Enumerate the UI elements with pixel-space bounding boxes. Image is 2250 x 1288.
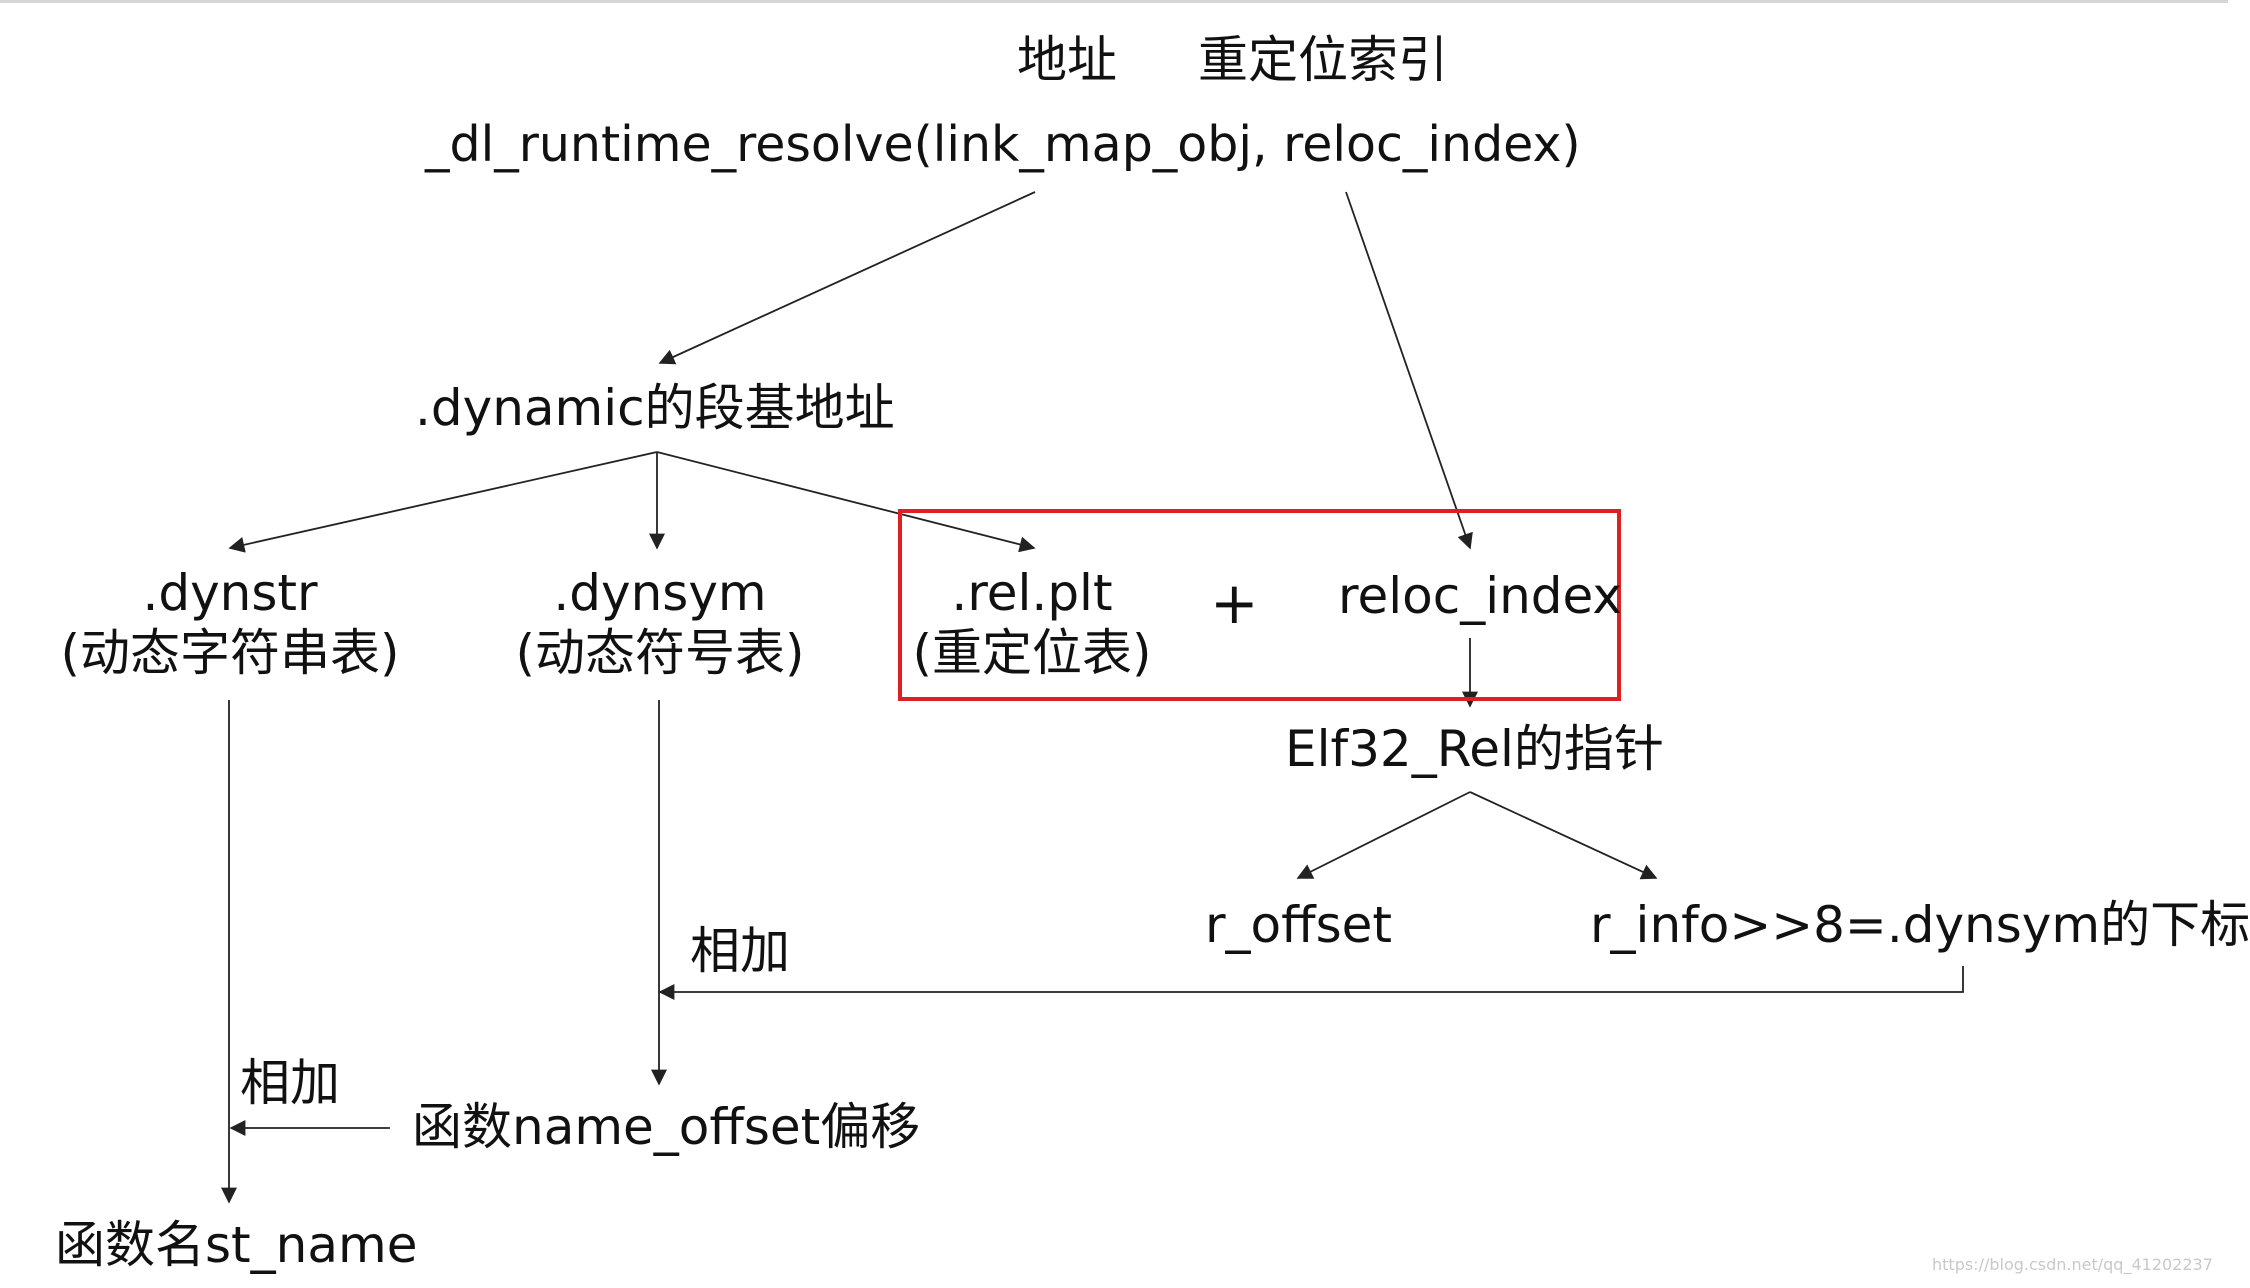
relplt-name: .rel.plt (951, 564, 1113, 622)
plus-sign: + (1210, 569, 1259, 637)
arrow-rinfo-to-dynsym (658, 966, 1964, 1000)
highlight-box (898, 509, 1621, 701)
arrow-elfrel-to-rinfo (1469, 791, 1658, 880)
st-name: 函数名st_name (55, 1216, 418, 1274)
dynsym-desc: (动态符号表) (515, 624, 805, 682)
elf32-rel-pointer: Elf32_Rel的指针 (1285, 720, 1664, 778)
dynamic-base-address: .dynamic的段基地址 (415, 379, 895, 437)
arrow-elfrel-to-roffset (1296, 791, 1471, 879)
relplt-desc: (重定位表) (912, 624, 1152, 682)
r-offset: r_offset (1205, 896, 1393, 954)
label-address: 地址 (1017, 31, 1117, 89)
arrow-dynamic-to-relplt (656, 451, 1036, 553)
dynsym-name: .dynsym (553, 564, 767, 622)
add-label-dynstr: 相加 (240, 1054, 340, 1112)
arrow-dynamic-to-dynstr (228, 451, 658, 553)
arrow-func-to-reloc-index (1345, 191, 1473, 550)
dynstr-name: .dynstr (142, 564, 318, 622)
watermark: https://blog.csdn.net/qq_41202237 (1932, 1255, 2213, 1274)
arrow-func-to-dynamic (658, 191, 1036, 365)
name-offset: 函数name_offset偏移 (412, 1098, 921, 1156)
dynstr-desc: (动态字符串表) (60, 624, 400, 682)
label-reloc-index-header: 重定位索引 (1198, 31, 1448, 89)
reloc-index-box: reloc_index (1338, 567, 1622, 625)
function-call: _dl_runtime_resolve(link_map_obj, reloc_… (425, 116, 1581, 173)
add-label-dynsym: 相加 (690, 922, 790, 980)
r-info: r_info>>8=.dynsym的下标 (1590, 896, 2250, 954)
top-border (0, 0, 2228, 3)
